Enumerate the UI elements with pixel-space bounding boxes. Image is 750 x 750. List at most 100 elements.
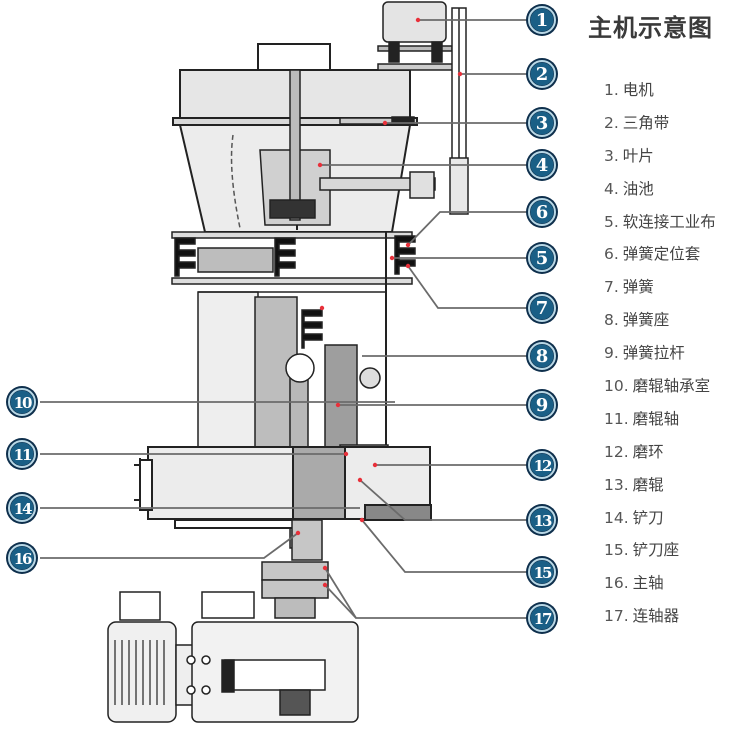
legend-label: 弹簧座 (622, 311, 670, 330)
legend-num: 16. (604, 574, 629, 593)
legend-label: 电机 (622, 81, 654, 99)
callout-number: 3 (536, 113, 549, 134)
callout-badge-4: 4 (526, 149, 558, 181)
legend-label: 弹簧拉杆 (622, 344, 685, 363)
top-motor (377, 1, 455, 71)
legend-num: 6. (604, 245, 619, 264)
leader-line-7 (407, 265, 528, 309)
callout-number: 17 (534, 610, 552, 628)
callout-number: 8 (536, 346, 549, 367)
callout-badge-8: 8 (526, 340, 558, 372)
callout-number: 12 (534, 457, 552, 475)
callout-badge-9: 9 (526, 389, 558, 421)
callout-badges-left: 10 11 14 16 (6, 386, 38, 574)
callout-badge-3: 3 (526, 107, 558, 139)
callout-badge-7: 7 (526, 292, 558, 324)
callout-number: 7 (536, 298, 549, 319)
callout-badge-14: 14 (6, 492, 38, 524)
legend-num: 10. (604, 377, 629, 396)
legend-num: 13. (604, 475, 629, 494)
callout-number: 1 (536, 10, 549, 31)
legend-item: 4.油池 (604, 173, 716, 206)
legend-item: 7.弹簧 (604, 271, 716, 304)
legend-item: 3.叶片 (604, 140, 716, 173)
callout-number: 10 (14, 394, 32, 412)
soft-connection (171, 231, 416, 285)
callout-badge-15: 15 (526, 556, 558, 588)
callout-badge-11: 11 (6, 438, 38, 470)
legend-label: 弹簧定位套 (622, 245, 701, 264)
legend-label: 连轴器 (632, 607, 680, 626)
legend-num: 5. (604, 212, 619, 231)
legend-label: 铲刀座 (632, 541, 680, 560)
oil-pool (230, 69, 436, 229)
leader-lines (40, 19, 528, 619)
callout-number: 5 (536, 248, 549, 269)
legend-label: 叶片 (622, 146, 654, 165)
legend-num: 17. (604, 607, 629, 626)
callout-badge-6: 6 (526, 196, 558, 228)
legend-num: 4. (604, 179, 619, 198)
legend-label: 磨辊 (632, 475, 664, 494)
callout-number: 2 (536, 64, 549, 85)
marker-dots (295, 17, 463, 588)
legend-num: 2. (604, 113, 619, 132)
legend-num: 14. (604, 508, 629, 527)
legend-label: 弹簧 (622, 278, 654, 297)
legend-label: 主轴 (632, 574, 664, 593)
legend-num: 15. (604, 541, 629, 560)
legend-label: 磨辊轴 (632, 409, 680, 428)
legend-num: 7. (604, 278, 619, 297)
legend-label: 磨环 (632, 442, 664, 461)
callout-number: 14 (14, 500, 32, 518)
callout-number: 6 (536, 202, 549, 223)
legend-item: 2.三角带 (604, 107, 716, 140)
legend-item: 6.弹簧定位套 (604, 238, 716, 271)
leader-line-6 (407, 211, 528, 246)
legend-num: 11. (604, 409, 629, 428)
legend-num: 3. (604, 146, 619, 165)
legend-num: 1. (604, 81, 619, 99)
callout-number: 15 (534, 564, 552, 582)
blade-assembly (339, 116, 415, 126)
legend-label: 油池 (622, 179, 654, 198)
callout-number: 13 (534, 512, 552, 530)
legend-item: 17.连轴器 (604, 600, 716, 633)
callout-badge-5: 5 (526, 242, 558, 274)
legend-item: 14.铲刀 (604, 502, 716, 535)
callout-number: 11 (14, 446, 31, 464)
leader-line-17a (324, 567, 528, 619)
legend-label: 铲刀 (632, 508, 664, 527)
grinding-chamber (134, 446, 432, 529)
callout-number: 4 (536, 155, 549, 176)
drive-gearbox (107, 591, 359, 723)
diagram-title: 主机示意图 (588, 14, 713, 42)
v-belt (449, 7, 469, 215)
leader-line-13 (359, 479, 528, 521)
callout-badge-1: 1 (526, 4, 558, 36)
legend-num: 12. (604, 442, 629, 461)
legend-item: 9.弹簧拉杆 (604, 337, 716, 370)
callout-badge-10: 10 (6, 386, 38, 418)
parts-legend: 1.电机 2.三角带 3.叶片 4.油池 5.软连接工业布 6.弹簧定位套 7.… (604, 74, 716, 633)
legend-item: 13.磨辊 (604, 469, 716, 502)
callout-badge-17: 17 (526, 602, 558, 634)
callout-badge-2: 2 (526, 58, 558, 90)
legend-num: 8. (604, 311, 619, 330)
legend-item: 5.软连接工业布 (604, 206, 716, 239)
leader-line-17b (324, 584, 357, 619)
callout-number: 16 (14, 550, 32, 568)
legend-item: 15.铲刀座 (604, 534, 716, 567)
legend-label: 磨辊轴承室 (632, 377, 711, 396)
callout-badge-16: 16 (6, 542, 38, 574)
legend-item: 16.主轴 (604, 567, 716, 600)
legend-num: 9. (604, 344, 619, 363)
leader-line-16 (40, 532, 299, 559)
legend-item: 8.弹簧座 (604, 304, 716, 337)
leader-line-15 (361, 519, 528, 573)
legend-item: 1.电机 (604, 74, 716, 107)
legend-label: 软连接工业布 (622, 212, 716, 231)
legend-label: 三角带 (622, 113, 670, 132)
